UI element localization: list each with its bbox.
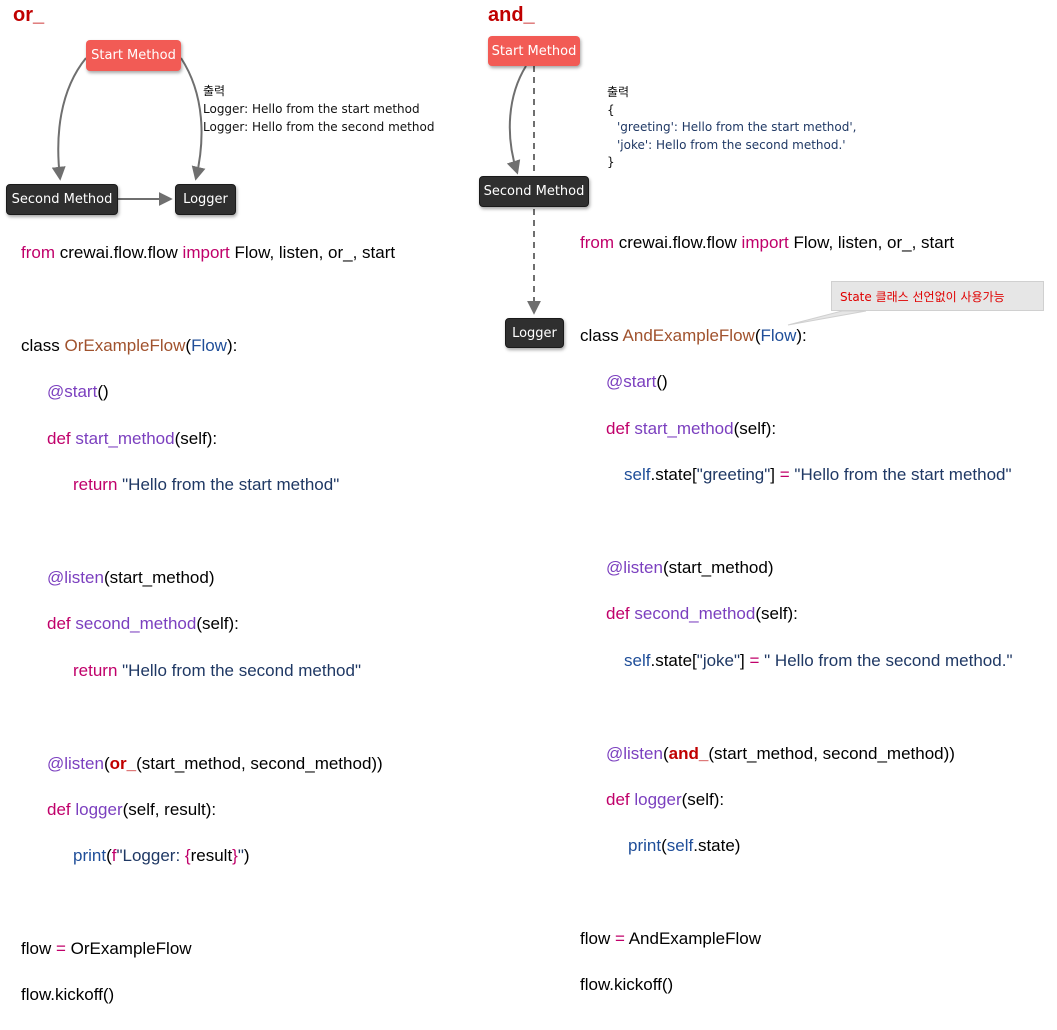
- output-line: 'greeting': Hello from the start method'…: [617, 120, 857, 134]
- code-line: self.state["greeting"] = "Hello from the…: [624, 465, 1012, 485]
- code-line-blank: [21, 288, 395, 311]
- output-header: 출력: [607, 85, 630, 99]
- code-line: @listen(start_method): [47, 567, 215, 587]
- callout-pointer: [787, 310, 867, 326]
- or-code-block: from crewai.flow.flow import Flow, liste…: [21, 218, 395, 1030]
- code-line: self.state["joke"] = " Hello from the se…: [624, 650, 1013, 670]
- code-line: @listen(and_(start_method, second_method…: [606, 743, 955, 763]
- code-line-blank: [21, 891, 395, 914]
- and-section-title: and_: [488, 4, 535, 26]
- code-line: def second_method(self):: [606, 604, 798, 624]
- code-line: flow.kickoff(): [580, 975, 674, 995]
- code-line-blank: [580, 278, 1012, 301]
- code-line: return "Hello from the second method": [73, 660, 361, 680]
- edge-start-to-logger: [180, 57, 206, 181]
- code-line-blank: [580, 881, 1012, 904]
- code-line: def start_method(self):: [47, 428, 218, 448]
- code-line: def logger(self):: [606, 789, 725, 809]
- output-header: 출력: [203, 84, 226, 98]
- code-line: flow.kickoff(): [21, 985, 115, 1005]
- node-and-logger: Logger: [505, 318, 564, 348]
- code-line: @listen(or_(start_method, second_method)…: [47, 753, 383, 773]
- code-line: from crewai.flow.flow import Flow, liste…: [21, 243, 396, 263]
- code-line: flow = OrExampleFlow: [21, 939, 192, 959]
- edge-start-to-second: [51, 57, 87, 181]
- node-and-second-method: Second Method: [479, 176, 589, 207]
- code-line-blank: [21, 520, 395, 543]
- code-line: class AndExampleFlow(Flow):: [580, 325, 807, 345]
- or-output-note: 출력 Logger: Hello from the start method L…: [203, 82, 434, 136]
- output-line: Logger: Hello from the start method: [203, 102, 420, 116]
- code-line: print(f"Logger: {result}"): [73, 846, 250, 866]
- code-line: return "Hello from the start method": [73, 475, 340, 495]
- code-line: print(self.state): [628, 836, 741, 856]
- code-line: from crewai.flow.flow import Flow, liste…: [580, 233, 955, 253]
- output-close-brace: }: [607, 155, 615, 169]
- node-start-method: Start Method: [86, 40, 181, 71]
- code-line-blank: [580, 695, 1012, 718]
- code-line: @start(): [47, 382, 109, 402]
- code-line: def start_method(self):: [606, 418, 777, 438]
- output-line: 'joke': Hello from the second method.': [617, 137, 846, 152]
- code-line: flow = AndExampleFlow: [580, 929, 761, 949]
- node-second-method: Second Method: [6, 184, 118, 215]
- and-output-note: 출력 { 'greeting': Hello from the start me…: [607, 84, 856, 172]
- code-line: def second_method(self):: [47, 614, 239, 634]
- output-open-brace: {: [607, 102, 615, 117]
- code-line: @start(): [606, 372, 668, 392]
- edge-and-start-to-second: [506, 65, 527, 175]
- output-line: Logger: Hello from the second method: [203, 120, 435, 134]
- code-line-blank: [580, 510, 1012, 533]
- code-line-blank: [21, 705, 395, 728]
- node-and-start-method: Start Method: [488, 36, 580, 66]
- node-logger: Logger: [175, 184, 236, 215]
- state-callout: State 클래스 선언없이 사용가능: [831, 281, 1044, 311]
- or-section-title: or_: [13, 4, 45, 26]
- and-code-block: from crewai.flow.flow import Flow, liste…: [580, 208, 1012, 1020]
- code-line: class OrExampleFlow(Flow):: [21, 335, 238, 355]
- code-line: def logger(self, result):: [47, 799, 217, 819]
- code-line: @listen(start_method): [606, 557, 774, 577]
